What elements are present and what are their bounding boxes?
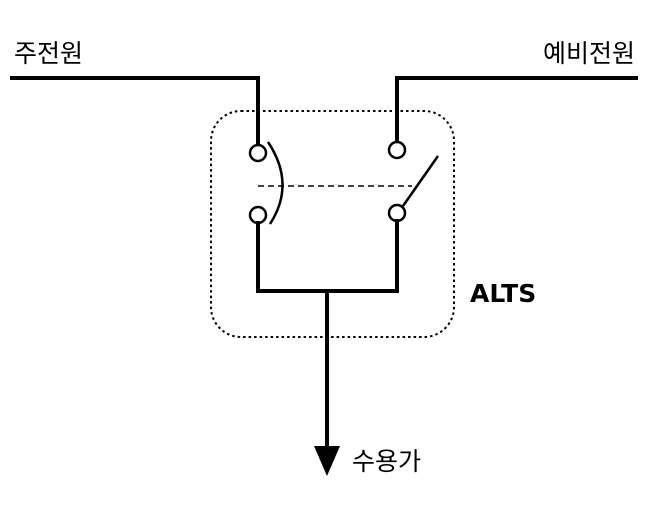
output-bus [256, 219, 399, 293]
alts-label: ALTS [470, 279, 536, 308]
alts-enclosure [210, 110, 455, 338]
main-lower-terminal [248, 205, 268, 225]
main-switch-contact-closed [266, 141, 284, 225]
backup-power-label: 예비전원 [543, 39, 635, 68]
main-power-label: 주전원 [14, 39, 83, 68]
backup-switch-contact-open [401, 155, 440, 207]
backup-lower-terminal [387, 203, 407, 223]
main-power-line [10, 76, 260, 148]
consumer-label: 수용가 [352, 447, 421, 476]
main-upper-terminal [248, 143, 268, 163]
backup-upper-terminal [387, 140, 407, 160]
backup-power-line [395, 76, 638, 144]
arrow-down-icon [314, 446, 340, 476]
